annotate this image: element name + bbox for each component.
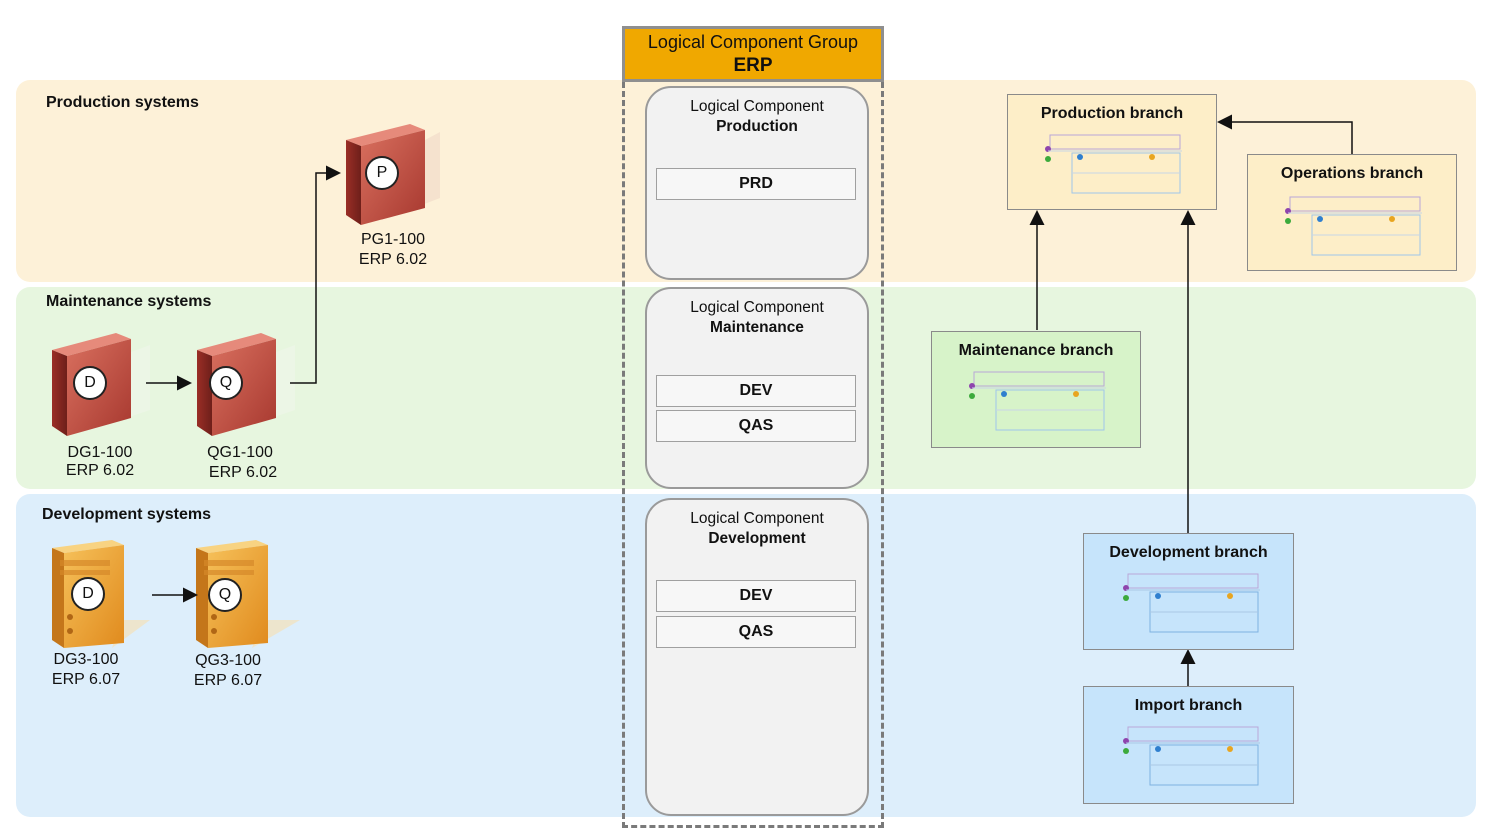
branch-process-thumbnail-icon [1123,726,1260,786]
logical-component-development: Logical Component Development DEV QAS [645,498,869,816]
development-branch-title: Development branch [1109,544,1268,561]
server-dg3-icon [52,540,150,648]
server-dg3-letter: D [82,585,94,602]
maintenance-branch-box: Maintenance branch [931,331,1141,448]
logical-component-production: Logical Component Production PRD [645,86,869,280]
logical-component-group-name: ERP [733,55,773,76]
server-pg1-name: PG1-100 [360,231,426,248]
lc-development-name: Development [708,530,806,547]
server-qg1-label: QG1-100 ERP 6.02 [190,443,290,483]
import-branch-box: Import branch [1083,686,1294,804]
lc-maintenance-title: Logical Component [690,299,824,316]
logical-component-group-frame [622,82,884,828]
server-pg1-release: ERP 6.02 [358,251,428,268]
branch-process-thumbnail-icon [969,371,1106,431]
server-dg3-release: ERP 6.07 [51,671,121,688]
server-pg1-letter: P [376,164,388,181]
logical-component-maintenance: Logical Component Maintenance DEV QAS [645,287,869,489]
production-branch-box: Production branch [1007,94,1217,210]
server-qg3-letter: Q [218,586,232,603]
lc-development-title: Logical Component [690,510,824,527]
server-qg1-release: ERP 6.02 [208,464,278,481]
import-branch-title: Import branch [1134,697,1243,714]
server-dg3-name: DG3-100 [53,651,119,668]
lc-maintenance-name: Maintenance [710,319,804,336]
lc-development-system-qas: QAS [656,616,856,648]
maintenance-systems-label: Maintenance systems [46,293,212,310]
server-pg1-label: PG1-100 ERP 6.02 [343,230,443,270]
server-qg1-name: QG1-100 [207,444,273,461]
server-qg3-release: ERP 6.07 [193,672,263,689]
arrow-operations-to-production [1217,114,1353,154]
server-dg1-letter: D [84,374,96,391]
server-dg1-name: DG1-100 [67,444,133,461]
lc-production-system-prd: PRD [656,168,856,200]
logical-component-group-header: Logical Component Group ERP [622,26,884,82]
lc-maintenance-system-dev: DEV [656,375,856,407]
lc-production-title: Logical Component [690,98,824,115]
production-systems-label: Production systems [46,94,199,111]
server-dg1-release: ERP 6.02 [65,462,135,479]
development-branch-box: Development branch [1083,533,1294,650]
production-branch-title: Production branch [1040,105,1184,122]
lc-maintenance-system-qas: QAS [656,410,856,442]
server-qg3-name: QG3-100 [195,652,261,669]
lc-production-name: Production [716,118,798,135]
operations-branch-box: Operations branch [1247,154,1457,271]
server-dg3-label: DG3-100 ERP 6.07 [36,650,136,690]
branch-process-thumbnail-icon [1285,196,1422,256]
server-qg1-letter: Q [219,374,233,391]
lc-development-system-dev: DEV [656,580,856,612]
server-dg1-label: DG1-100 ERP 6.02 [50,443,150,481]
operations-branch-title: Operations branch [1280,165,1424,182]
server-qg1-icon [197,333,295,436]
development-systems-label: Development systems [42,506,211,523]
logical-component-group-title: Logical Component Group [647,32,859,52]
server-dg1-icon [52,333,150,436]
maintenance-branch-title: Maintenance branch [958,342,1114,359]
server-qg3-icon [196,540,300,648]
server-pg1-icon [346,124,440,225]
branch-process-thumbnail-icon [1123,573,1260,633]
server-qg3-label: QG3-100 ERP 6.07 [178,651,278,691]
branch-process-thumbnail-icon [1045,134,1182,194]
arrow-qg1-to-pg1 [290,165,341,384]
